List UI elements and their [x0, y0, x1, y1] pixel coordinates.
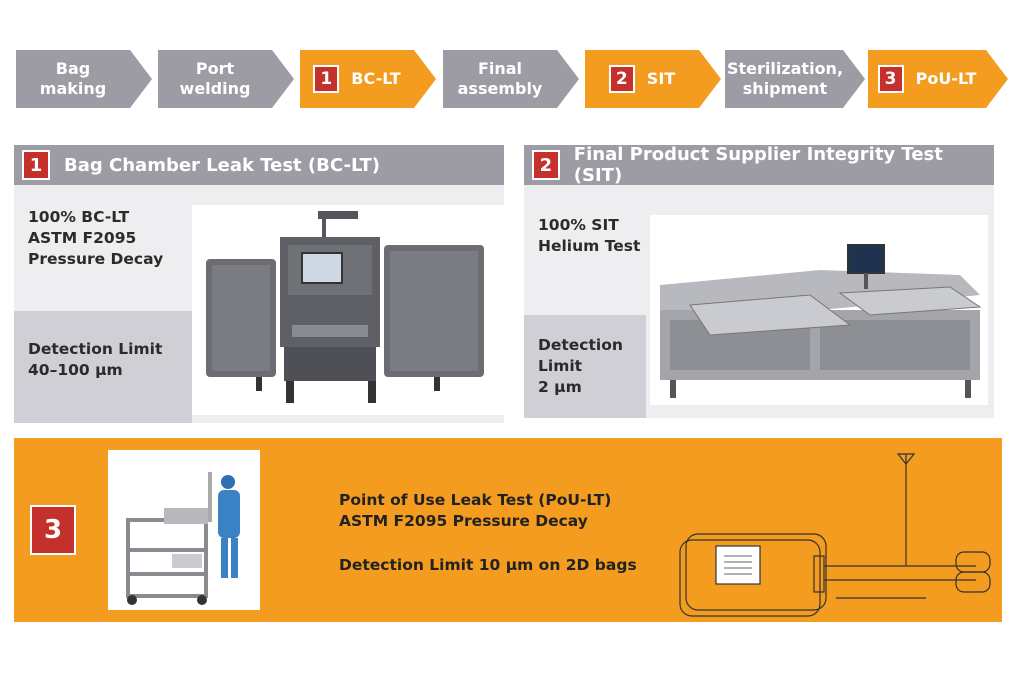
step-number-badge: 2: [608, 65, 635, 93]
step-label: Sterilization, shipment: [726, 59, 844, 98]
pou-lt-panel: 3 Point of Use Leak Test (PoU-LT) ASTM F…: [14, 438, 1002, 622]
pou-lt-cart-image: [108, 450, 260, 610]
step-label: SIT: [646, 69, 676, 88]
step-final-assembly: Final assembly: [443, 50, 579, 108]
sit-detection-limit: Detection Limit 2 µm: [524, 315, 646, 418]
bc-lt-detection-limit: Detection Limit 40–100 µm: [14, 311, 192, 423]
bc-lt-machine-image: [192, 205, 504, 415]
pou-lt-detection-limit: Detection Limit 10 µm on 2D bags: [339, 556, 637, 574]
sit-panel: 2 Final Product Supplier Integrity Test …: [524, 144, 994, 418]
panel-title: Final Product Supplier Integrity Test (S…: [573, 144, 943, 186]
panel-title: Bag Chamber Leak Test (BC-LT): [64, 154, 380, 176]
bc-lt-panel: 1 Bag Chamber Leak Test (BC-LT) 100% BC-…: [14, 145, 504, 423]
panel-number-badge: 2: [532, 150, 560, 180]
panel-header: 1 Bag Chamber Leak Test (BC-LT): [14, 145, 504, 185]
panel-number-badge: 1: [22, 150, 50, 180]
step-label: Port welding: [179, 59, 251, 98]
step-number-badge: 3: [877, 65, 904, 93]
step-label: Bag making: [39, 59, 107, 98]
step-port-welding: Port welding: [158, 50, 294, 108]
panel-header: 2 Final Product Supplier Integrity Test …: [524, 144, 994, 186]
step-label: Final assembly: [457, 59, 543, 98]
bc-lt-spec: 100% BC-LT ASTM F2095 Pressure Decay: [14, 185, 192, 311]
step-sterilization-shipment: Sterilization, shipment: [725, 50, 865, 108]
step-number-badge: 1: [313, 65, 340, 93]
sit-spec: 100% SIT Helium Test: [524, 185, 646, 315]
step-bc-lt: 1 BC-LT: [300, 50, 436, 108]
step-label: BC-LT: [351, 69, 401, 88]
pou-lt-description: Point of Use Leak Test (PoU-LT) ASTM F20…: [339, 491, 612, 530]
panel-number-badge: 3: [30, 505, 76, 555]
step-label: PoU-LT: [915, 69, 977, 88]
step-pou-lt: 3 PoU-LT: [868, 50, 1008, 108]
step-sit: 2 SIT: [585, 50, 721, 108]
pou-lt-bag-schematic: [676, 448, 996, 618]
step-bag-making: Bag making: [16, 50, 152, 108]
sit-machine-image: [650, 215, 988, 405]
